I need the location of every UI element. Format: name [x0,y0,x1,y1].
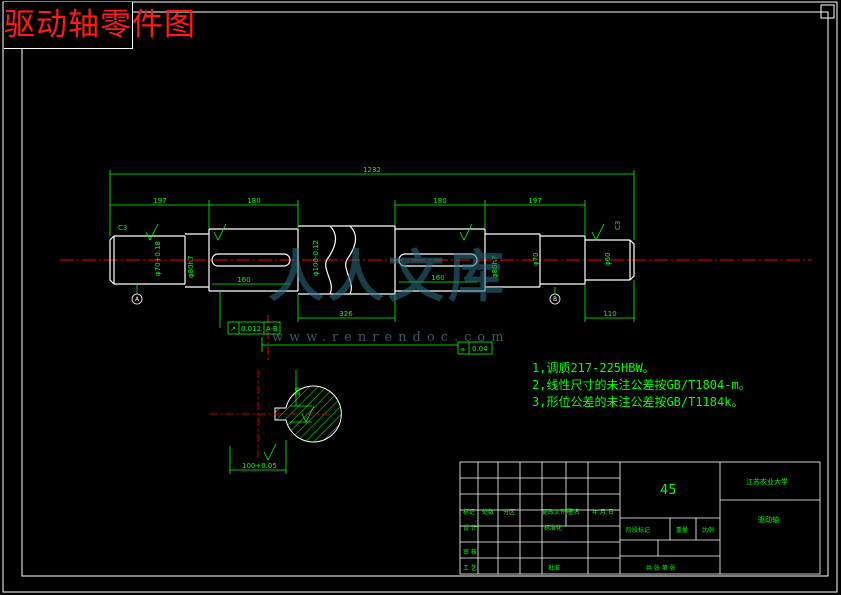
dim-dia-right-end: φ70 [532,252,540,266]
tb-material: 45 [660,483,677,498]
note-2: 2,线性尺寸的未注公差按GB/T1804-m。 [532,378,751,392]
tb-header-4: 签名 [568,508,580,516]
dim-left-end: 197 [153,197,166,205]
cross-section [210,370,342,474]
dim-chamfer-right: C3 [614,221,622,230]
watermark-brand: 人人文库 [268,244,508,310]
dim-dia-tail: φ60 [604,252,612,266]
tb-process: 工 艺 [463,564,477,572]
tb-header-1: 处数 [482,508,494,516]
corner-mark [820,4,835,19]
symmetry-icon: ⌯ [460,345,466,353]
dim-right-key: 160 [431,274,444,282]
dim-dia-left-journal: φ80h7 [187,256,195,278]
tb-standard: 标准化 [544,524,562,532]
tb-part-name: 驱动轴 [758,515,779,524]
datum-a-label: A [135,296,140,303]
tb-scale: 比例 [702,526,714,534]
tb-sheet: 共 张 第 张 [646,564,676,572]
note-1: 1,调质217-225HBW。 [532,361,655,375]
tb-header-5: 年.月.日 [592,508,614,516]
runout-datum: A-B [266,325,278,333]
dim-chamfer-left: C3 [118,224,127,232]
tb-header-3: 更改文件号 [542,508,572,516]
dimension-lines [109,170,635,352]
page-title: 驱动轴零件图 [4,2,195,49]
note-3: 3,形位公差的未注公差按GB/T1184k。 [532,395,744,409]
title-block [459,461,821,575]
tb-header-2: 分区 [503,508,515,516]
dim-overall: 1232 [363,166,381,174]
tb-designer: 设 计 [463,524,477,532]
dim-left-section: 180 [247,197,260,205]
dim-left-key: 160 [237,276,250,284]
dim-dia-right-journal: φ80h7 [491,256,499,278]
datum-a-circle [131,293,143,305]
runout-value: 0.012 [241,325,261,333]
datum-b-label: B [553,296,557,303]
dim-right-end: 197 [528,197,541,205]
symmetry-frame [457,341,493,355]
dim-middle: 326 [339,310,353,318]
tb-stage: 阶段标记 [626,526,650,534]
dim-dia-mid: φ100-0.12 [312,240,320,276]
watermark-url: www.renrendoc.com [272,330,510,345]
tb-weight: 重量 [676,526,688,534]
dim-section-width: 100+0.05 [242,462,277,470]
runout-icon: ↗ [230,325,236,333]
roughness-marks [145,223,605,461]
dim-right-tail: 110 [603,310,616,318]
dim-dia-left-end: φ70+0.18 [154,241,162,276]
technical-notes: 1,调质217-225HBW。 2,线性尺寸的未注公差按GB/T1804-m。 … [532,360,751,411]
symmetry-value: 0.04 [472,345,488,353]
runout-frame [227,321,281,335]
tb-review: 审 核 [463,548,477,556]
tb-school: 江苏农业大学 [746,477,788,486]
tb-approve: 批准 [548,564,560,572]
dim-section-depth: 28 [294,387,302,396]
inner-frame [21,11,829,577]
datum-b-circle [549,293,561,305]
tb-header-0: 标记 [463,508,475,516]
dim-right-section: 180 [433,197,446,205]
